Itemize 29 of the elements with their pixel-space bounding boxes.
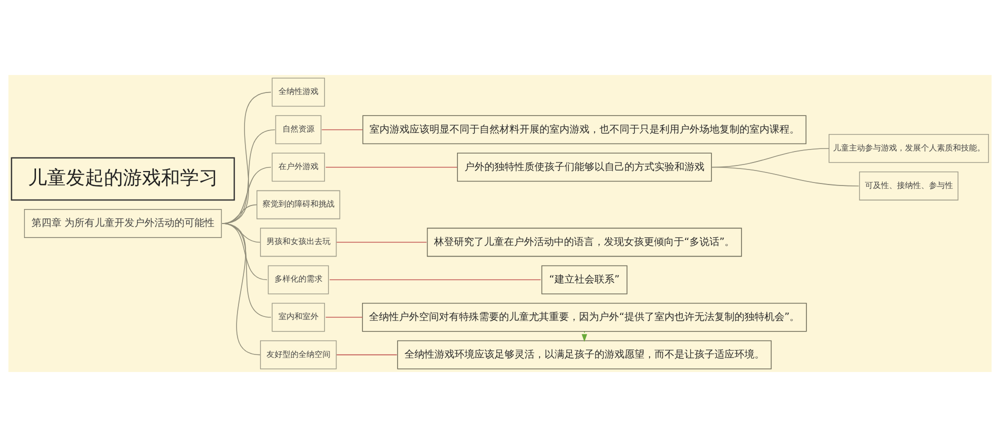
node-box: 全纳性户外空间对有特殊需要的儿童尤其重要，因为户外“提供了室内也许无法复制的独特机会”。 bbox=[362, 302, 807, 332]
connector bbox=[325, 316, 363, 318]
node-box: 在户外游戏 bbox=[272, 152, 325, 182]
node-box: 自然资源 bbox=[275, 114, 322, 144]
node-box: 全纳性游戏环境应该足够灵活，以满足孩子的游戏愿望，而不是让孩子适应环境。 bbox=[397, 340, 772, 369]
node-box: 多样化的需求 bbox=[268, 264, 329, 294]
node-box: 室内游戏应该明显不同于自然材料开展的室内游戏，也不同于只是利用户外场地复制的室内课程。 bbox=[362, 114, 806, 144]
node-box: 儿童发起的游戏和学习 bbox=[10, 156, 235, 200]
node-box: 全纳性游戏 bbox=[272, 77, 325, 106]
node-box: 察觉到的障碍和挑战 bbox=[256, 190, 340, 219]
connector bbox=[329, 278, 542, 280]
arrow bbox=[582, 330, 588, 342]
node-box: 户外的独特性质使孩子们能够以自己的方式实验和游戏 bbox=[457, 152, 712, 182]
node-box: 第四章 为所有儿童开发户外活动的可能性 bbox=[24, 208, 222, 238]
connector bbox=[222, 222, 260, 355]
node-box: 林登研究了儿童在户外活动中的语言，发现女孩更倾向于“多说话”。 bbox=[426, 227, 742, 256]
node-box: 男孩和女孩出去玩 bbox=[260, 227, 337, 256]
connector bbox=[222, 222, 268, 280]
connector bbox=[336, 354, 398, 355]
node-box: 可及性、接纳性、参与性 bbox=[859, 171, 958, 200]
node-box: “建立社会联系” bbox=[541, 264, 628, 294]
connector bbox=[325, 166, 458, 168]
connector bbox=[321, 128, 363, 130]
connector bbox=[711, 166, 860, 186]
node-box: 室内和室外 bbox=[272, 302, 325, 332]
node-box: 儿童主动参与游戏，发展个人素质和技能。 bbox=[828, 134, 989, 162]
node-box: 友好型的全纳空间 bbox=[260, 340, 337, 369]
connector bbox=[336, 241, 427, 242]
connector bbox=[222, 222, 272, 318]
